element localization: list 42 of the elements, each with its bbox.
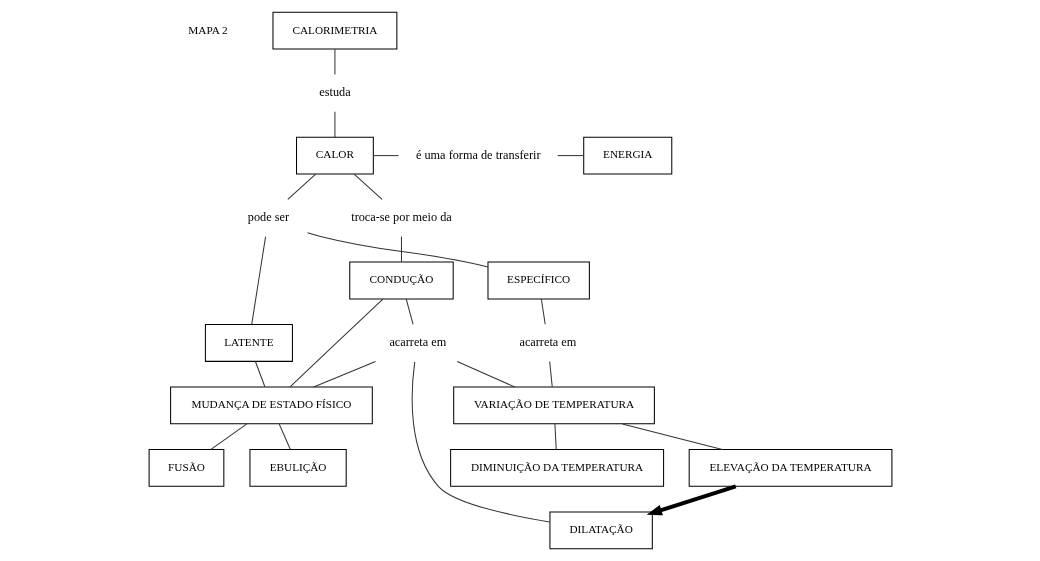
connector [400,236,402,263]
connector [306,232,488,268]
node-box: CALOR [295,136,374,175]
connector [210,423,247,450]
connector [289,298,383,388]
node-text: acarreta em [388,335,446,350]
connector [621,423,723,450]
connector [286,173,316,200]
node-text: troca-se por meio da [350,210,452,225]
connector [548,360,553,388]
connector [254,360,265,388]
node-box: ENERGIA [582,136,672,175]
node-box: VARIAÇÃO DE TEMPERATURA [452,386,655,425]
connector [553,423,557,450]
node-box: DILATAÇÃO [548,511,653,550]
node-text: pode ser [247,210,289,225]
connector [405,298,414,325]
connector [556,155,584,157]
node-box: MUDANÇA DE ESTADO FÍSICO [169,386,373,425]
node-text: acarreta em [518,335,576,350]
connector [250,236,266,325]
node-box: LATENTE [204,324,293,362]
node-box: EBULIÇÃO [248,448,347,487]
connector [372,155,399,157]
node-box: DIMINUIÇÃO DA TEMPERATURA [449,448,664,487]
node-box: CONDUÇÃO [348,261,454,300]
node-box: FUSÃO [148,448,224,487]
connector [333,111,335,138]
node-box: ESPECÍFICO [487,261,590,300]
connector [333,48,335,75]
connector [312,360,376,388]
label: MAPA 2 [187,23,228,36]
connector [411,361,550,523]
arrow [646,484,736,516]
connector [456,360,515,388]
node-text: estuda [318,85,351,100]
connector [540,298,546,325]
node-box: CALORIMETRIA [271,11,397,50]
node-box: ELEVAÇÃO DA TEMPERATURA [688,448,892,487]
connector [353,173,383,200]
node-text: é uma forma de transferir [415,147,541,162]
connector [278,423,291,450]
